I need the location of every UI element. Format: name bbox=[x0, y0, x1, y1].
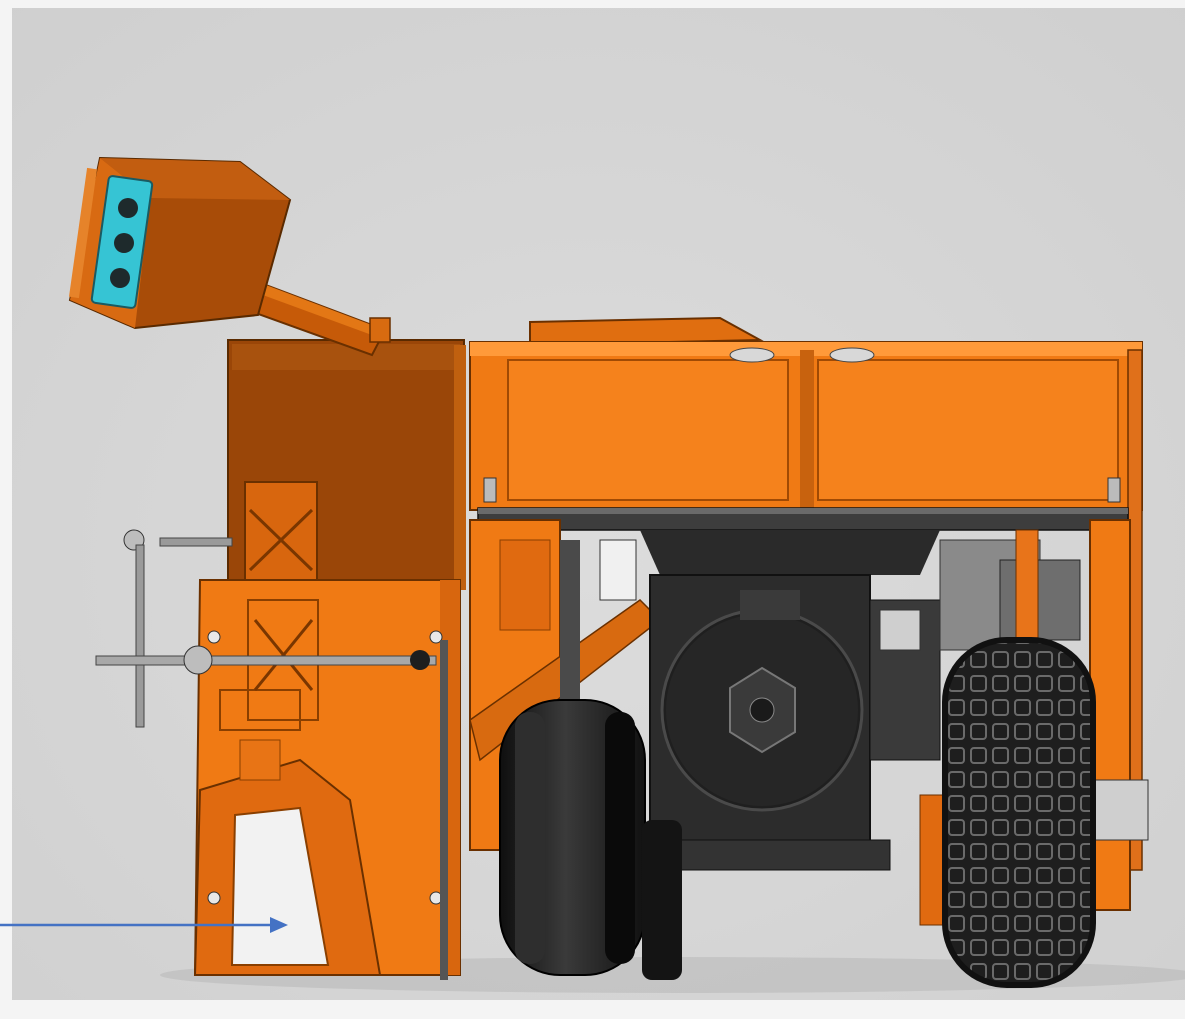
arrow-head bbox=[270, 917, 288, 933]
left-border bbox=[0, 0, 12, 1019]
rear-frame bbox=[919, 519, 1149, 926]
lamp-lenses bbox=[90, 175, 154, 309]
annotation-arrow bbox=[0, 917, 288, 933]
bottom-border bbox=[0, 1000, 1185, 1019]
rear-wheel bbox=[942, 637, 1096, 988]
control-rod bbox=[95, 529, 448, 980]
frame-crossbar bbox=[477, 507, 1129, 575]
engine bbox=[649, 539, 1081, 871]
lamp-head bbox=[68, 156, 292, 330]
front-wheel bbox=[499, 699, 682, 980]
top-border bbox=[0, 0, 1185, 8]
bracket-upright bbox=[244, 481, 319, 721]
upper-tank bbox=[469, 316, 1143, 871]
front-chute bbox=[193, 579, 461, 976]
